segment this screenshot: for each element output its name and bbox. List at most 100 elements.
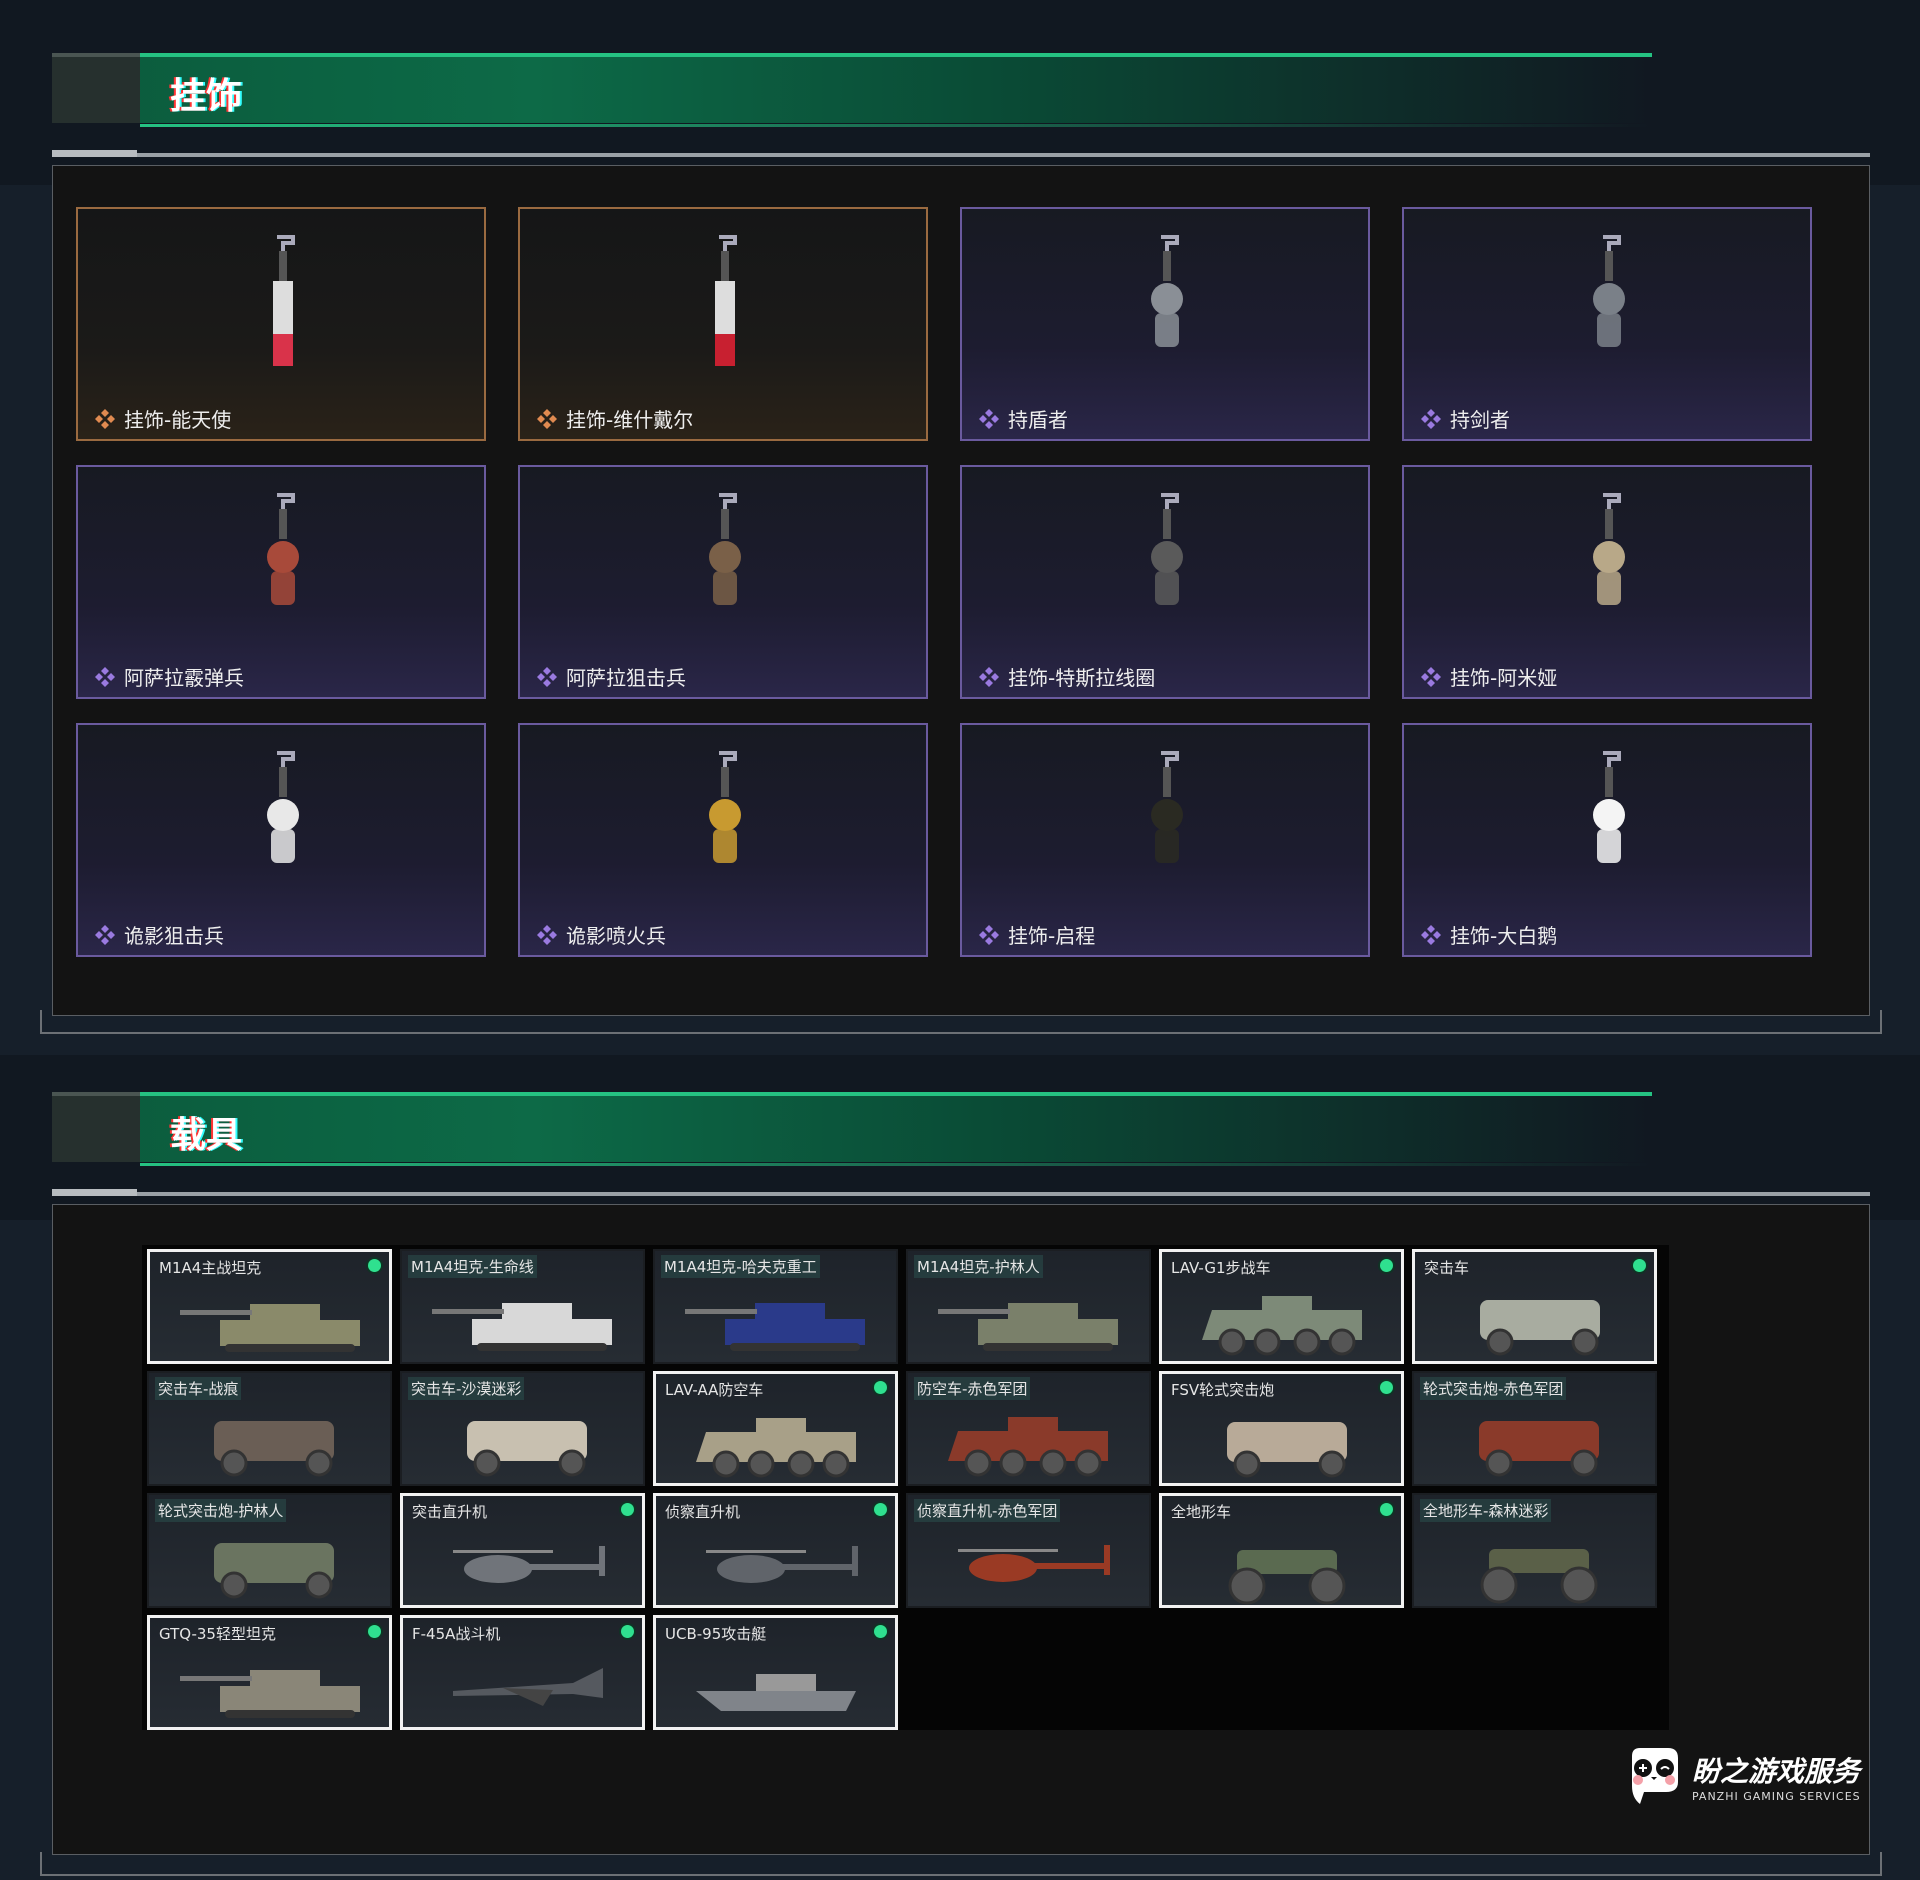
header-underline <box>140 124 1652 127</box>
vehicle-card[interactable]: UCB-95攻击艇 <box>653 1615 898 1730</box>
divider-tab <box>52 150 137 157</box>
vehicle-apc-image <box>948 1417 1108 1477</box>
charm-name: 挂饰-维什戴尔 <box>566 408 694 432</box>
charm-card[interactable]: 挂饰-维什戴尔 <box>518 207 928 441</box>
vehicle-atv-image <box>1228 1550 1346 1605</box>
rarity-diamond-icon <box>1421 666 1441 687</box>
charm-name: 挂饰-特斯拉线圈 <box>1008 666 1156 690</box>
charm-card[interactable]: 诡影狙击兵 <box>76 723 486 957</box>
charm-card[interactable]: 挂饰-特斯拉线圈 <box>960 465 1370 699</box>
vehicle-name: 侦察直升机 <box>665 1503 741 1521</box>
vehicle-card[interactable]: GTQ-35轻型坦克 <box>147 1615 392 1730</box>
vehicle-truck-image <box>1479 1421 1599 1477</box>
vehicle-truck-image <box>1480 1300 1600 1356</box>
rarity-diamond-icon <box>1421 924 1441 945</box>
charm-card[interactable]: 持盾者 <box>960 207 1370 441</box>
vehicle-card[interactable]: M1A4坦克-生命线 <box>400 1249 645 1364</box>
vehicle-card[interactable]: M1A4坦克-哈夫克重工 <box>653 1249 898 1364</box>
vehicle-boat-image <box>696 1674 856 1711</box>
charm-image <box>273 235 295 366</box>
charm-card[interactable]: 阿萨拉霰弹兵 <box>76 465 486 699</box>
charm-card[interactable]: 挂饰-阿米娅 <box>1402 465 1812 699</box>
vehicle-name: GTQ-35轻型坦克 <box>159 1625 276 1643</box>
vehicle-card[interactable]: 突击车-沙漠迷彩 <box>400 1371 645 1486</box>
vehicle-name: UCB-95攻击艇 <box>665 1625 767 1643</box>
section-title: 挂饰 <box>170 76 243 117</box>
vehicle-card[interactable]: 全地形车 <box>1159 1493 1404 1608</box>
vehicle-name: M1A4坦克-哈夫克重工 <box>661 1255 820 1278</box>
charm-name: 挂饰-阿米娅 <box>1450 666 1558 690</box>
vehicle-apc-image <box>1202 1296 1362 1356</box>
section-header-vehicles: 载具 <box>52 1092 1652 1166</box>
charm-image <box>1151 235 1183 347</box>
charm-image <box>1151 751 1183 863</box>
owned-indicator-icon <box>621 1625 634 1638</box>
owned-indicator-icon <box>368 1625 381 1638</box>
vehicle-card[interactable]: 突击车 <box>1412 1249 1657 1364</box>
logo-text-en: PANZHI GAMING SERVICES <box>1692 1789 1861 1803</box>
section-divider <box>52 150 1870 157</box>
charm-image <box>1593 493 1625 605</box>
vehicle-name: F-45A战斗机 <box>412 1625 501 1643</box>
owned-indicator-icon <box>621 1503 634 1516</box>
vehicle-card[interactable]: FSV轮式突击炮 <box>1159 1371 1404 1486</box>
divider-tab <box>52 1189 137 1196</box>
vehicle-card[interactable]: 突击车-战痕 <box>147 1371 392 1486</box>
section-title: 载具 <box>170 1115 243 1156</box>
charm-image <box>709 751 741 863</box>
owned-indicator-icon <box>1633 1259 1646 1272</box>
charm-name: 挂饰-大白鹅 <box>1450 924 1558 948</box>
vehicle-card[interactable]: 侦察直升机-赤色军团 <box>906 1493 1151 1608</box>
vehicle-card[interactable]: M1A4坦克-护林人 <box>906 1249 1151 1364</box>
charm-card[interactable]: 持剑者 <box>1402 207 1812 441</box>
header-stub <box>52 1092 140 1162</box>
rarity-diamond-icon <box>95 666 115 687</box>
charm-card[interactable]: 挂饰-大白鹅 <box>1402 723 1812 957</box>
vehicle-card[interactable]: 防空车-赤色军团 <box>906 1371 1151 1486</box>
rarity-diamond-icon <box>537 408 557 429</box>
vehicle-name: 侦察直升机-赤色军团 <box>914 1499 1061 1522</box>
charm-image <box>267 751 299 863</box>
charm-image <box>715 235 737 366</box>
vehicle-name: 全地形车-森林迷彩 <box>1420 1499 1552 1522</box>
vehicle-card[interactable]: F-45A战斗机 <box>400 1615 645 1730</box>
charm-card[interactable]: 诡影喷火兵 <box>518 723 928 957</box>
vehicle-card[interactable]: LAV-AA防空车 <box>653 1371 898 1486</box>
vehicle-name: 突击直升机 <box>412 1503 488 1521</box>
vehicle-name: M1A4主战坦克 <box>159 1259 262 1277</box>
vehicle-tank-image <box>432 1303 612 1351</box>
rarity-diamond-icon <box>979 408 999 429</box>
charm-name: 诡影喷火兵 <box>566 924 666 948</box>
vehicle-card[interactable]: LAV-G1步战车 <box>1159 1249 1404 1364</box>
charm-card[interactable]: 阿萨拉狙击兵 <box>518 465 928 699</box>
vehicle-name: 防空车-赤色军团 <box>914 1377 1031 1400</box>
header-stub <box>52 53 140 123</box>
vehicle-name: 突击车-战痕 <box>155 1377 242 1400</box>
vehicle-card[interactable]: 突击直升机 <box>400 1493 645 1608</box>
rarity-diamond-icon <box>537 924 557 945</box>
vehicle-name: FSV轮式突击炮 <box>1171 1381 1275 1399</box>
vehicle-tank-image <box>180 1304 360 1352</box>
vehicle-card[interactable]: 轮式突击炮-护林人 <box>147 1493 392 1608</box>
charm-image <box>267 493 299 605</box>
rarity-diamond-icon <box>979 666 999 687</box>
charm-image <box>1593 751 1625 863</box>
owned-indicator-icon <box>874 1625 887 1638</box>
owned-indicator-icon <box>874 1503 887 1516</box>
vehicle-card[interactable]: M1A4主战坦克 <box>147 1249 392 1364</box>
panzhi-logo: 盼之游戏服务 PANZHI GAMING SERVICES <box>1626 1746 1861 1806</box>
charm-card[interactable]: 挂饰-启程 <box>960 723 1370 957</box>
rarity-diamond-icon <box>979 924 999 945</box>
charm-name: 持盾者 <box>1008 408 1068 432</box>
vehicle-jet-image <box>453 1668 603 1706</box>
charm-image <box>1593 235 1625 347</box>
vehicle-atv-image <box>1480 1549 1598 1604</box>
vehicles-grid: M1A4主战坦克 M1A4坦克-生命线 M1A4坦克-哈夫克重工 M1A4坦克-… <box>142 1245 1669 1730</box>
vehicle-name: LAV-AA防空车 <box>665 1381 764 1399</box>
vehicle-heli-image <box>453 1546 605 1583</box>
vehicle-card[interactable]: 全地形车-森林迷彩 <box>1412 1493 1657 1608</box>
owned-indicator-icon <box>1380 1503 1393 1516</box>
charm-card[interactable]: 挂饰-能天使 <box>76 207 486 441</box>
vehicle-card[interactable]: 侦察直升机 <box>653 1493 898 1608</box>
vehicle-card[interactable]: 轮式突击炮-赤色军团 <box>1412 1371 1657 1486</box>
